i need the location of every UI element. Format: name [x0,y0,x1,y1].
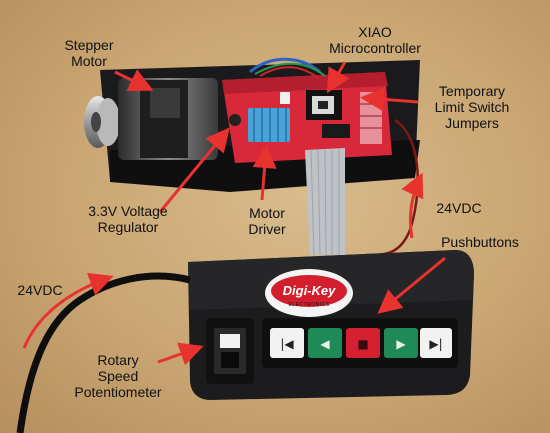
arrow-potentiometer [157,342,204,366]
label-xiao: XIAO Microcontroller [310,24,440,56]
button-play-right[interactable]: ▶ [384,328,418,358]
label-line: Jumpers [445,115,499,131]
annotation-arrows [22,61,446,366]
label-line: Driver [248,221,286,237]
regulator [229,114,241,126]
label-line: Temporary [438,83,506,99]
label-line: Potentiometer [74,384,162,400]
label-line: Motor [71,53,107,69]
ic-chip [322,124,350,138]
arrow-xiao [327,61,350,94]
play-left-icon: ◀ [320,337,330,351]
logo-subtext: ELECTRONICS [288,302,330,308]
arrow-stepper [114,69,154,91]
label-pushbuttons: Pushbuttons [441,234,519,250]
arrow-limit-switch [360,87,419,112]
label-potentiometer: Rotary Speed Potentiometer [58,352,178,400]
capacitor [280,92,290,104]
button-play-left[interactable]: ◀ [308,328,342,358]
label-stepper-motor: Stepper Motor [44,37,134,69]
label-motor-driver: Motor Driver [232,205,302,237]
arrow-24v-left [22,272,114,349]
label-line: Regulator [97,219,159,235]
controller-enclosure [188,250,474,400]
skip-forward-icon: ▶| [429,337,442,351]
logo-text: Digi-Key [282,283,336,298]
arrow-pushbuttons [377,256,446,314]
label-24vdc-right: 24VDC [436,200,482,216]
label-line: Speed [97,368,139,384]
control-pcb [222,72,392,163]
label-voltage-regulator: 3.3V Voltage Regulator [68,203,188,235]
ribbon-cable [305,148,345,256]
label-line: Stepper [64,37,114,53]
button-skip-back[interactable]: |◀ [270,328,304,358]
motor-driver-heatsink [248,108,290,142]
rocker-switch [206,318,254,384]
pulley [84,96,120,148]
label-line: Rotary [97,352,139,368]
play-right-icon: ▶ [396,337,406,351]
label-24vdc-left: 24VDC [17,282,63,298]
digikey-logo [265,269,353,317]
label-line: Motor [249,205,285,221]
arrow-24v-right [401,172,424,239]
power-cable-left [16,272,191,433]
arrow-regulator [158,127,230,213]
label-line: 3.3V Voltage [88,203,168,219]
label-line: XIAO [358,24,392,40]
label-limit-switch: Temporary Limit Switch Jumpers [412,83,532,131]
xiao-module [306,90,342,120]
button-skip-forward[interactable]: ▶| [420,328,452,358]
skip-back-icon: |◀ [280,337,294,351]
pushbutton-row: |◀ ◀ ■ ▶ ▶| [270,328,452,358]
button-stop[interactable]: ■ [346,328,380,358]
arrow-driver [252,144,277,201]
stepper-motor [118,78,218,160]
label-line: Microcontroller [329,40,421,56]
label-line: Limit Switch [434,99,510,115]
stop-icon: ■ [357,337,368,351]
